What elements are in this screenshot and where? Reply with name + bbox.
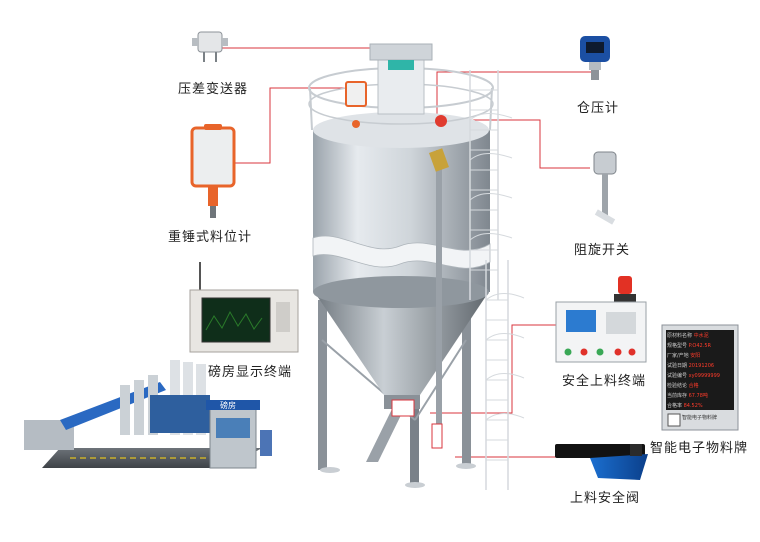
- pressure-diff-transmitter-device: [192, 31, 228, 62]
- smart-material-sign-device: [661, 324, 739, 431]
- label-rotary-switch: 阻旋开关: [574, 243, 631, 258]
- weighbridge-display-device: [189, 262, 299, 353]
- silo-pressure-gauge-device: [580, 36, 610, 80]
- safety-feed-terminal-device: [555, 276, 647, 363]
- sign-row: 检验结论 合格: [667, 383, 699, 389]
- label-pressure-diff-transmitter: 压差变送器: [178, 82, 249, 97]
- label-hammer-level-gauge: 重锤式料位计: [168, 230, 253, 245]
- leader-lines: [222, 47, 593, 458]
- label-silo-pressure-gauge: 仓压计: [577, 101, 620, 116]
- weighbridge-house-sign: 磅房: [220, 401, 236, 410]
- sign-row: 原材料名称 中水泥: [667, 333, 709, 339]
- label-weighbridge-display: 磅房显示终端: [208, 365, 293, 380]
- sign-row: 当前库存 67.78吨: [667, 393, 708, 399]
- hammer-level-gauge-device: [190, 124, 236, 218]
- sign-row: 试验编号 xy09999999: [667, 373, 720, 379]
- feed-safety-valve-device: [555, 444, 648, 480]
- batching-plant-scene: [24, 360, 272, 469]
- sign-row: 厂家/产地 安阳: [667, 353, 701, 359]
- label-smart-material-sign: 智能电子物料牌: [650, 441, 749, 456]
- silo: [308, 43, 525, 490]
- sign-row: 规格型号 P.O42.5R: [667, 343, 711, 349]
- material-sign-footer: 智能电子物料牌: [682, 415, 718, 421]
- label-safety-feed-terminal: 安全上料终端: [562, 374, 647, 389]
- material-sign-rows: 原材料名称 中水泥 规格型号 P.O42.5R 厂家/产地 安阳 试验日期 20…: [667, 332, 733, 410]
- rotary-switch-device: [593, 151, 617, 225]
- sign-row: 试验日期 20191206: [667, 363, 715, 369]
- sign-row: 合格率 84.52%: [667, 403, 703, 409]
- label-feed-safety-valve: 上料安全阀: [570, 491, 641, 506]
